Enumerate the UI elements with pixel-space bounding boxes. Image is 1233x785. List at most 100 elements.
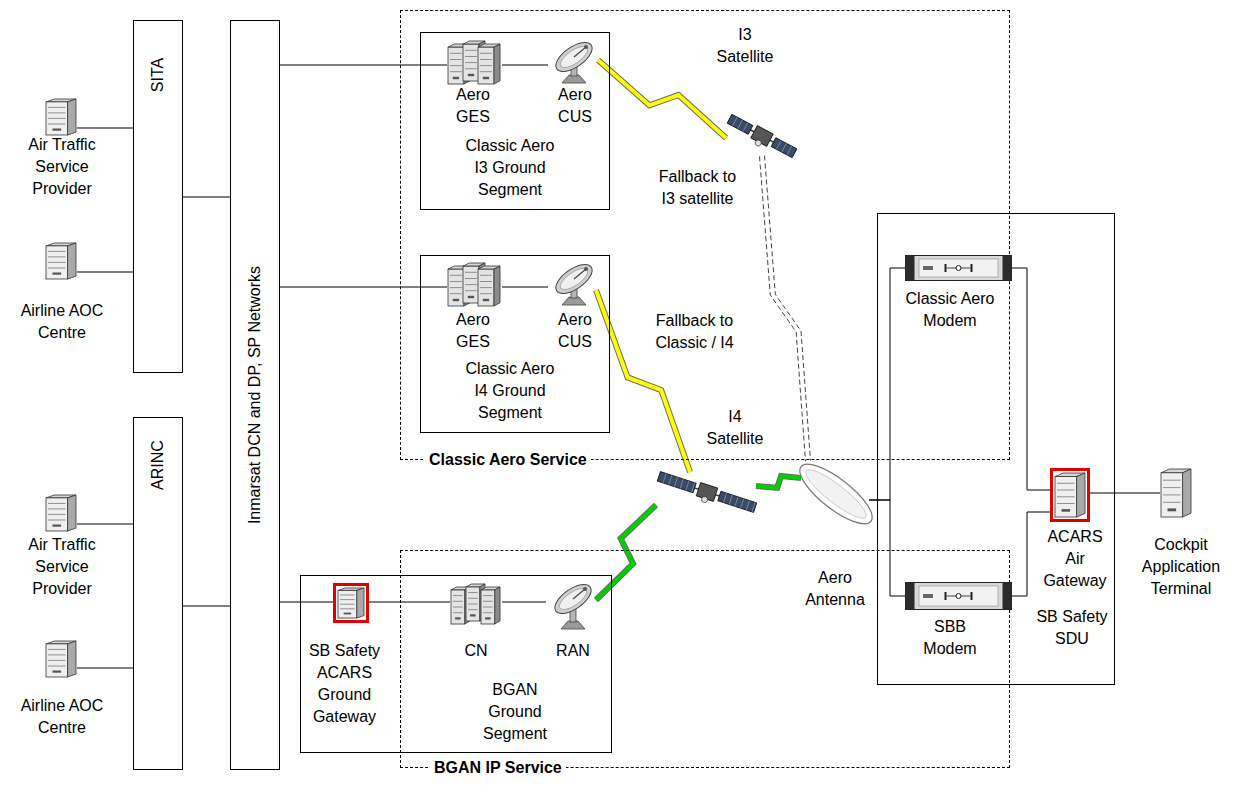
node-label: SB Safety ACARS Ground Gateway (307, 640, 382, 728)
link-stroke (280, 65, 447, 66)
satellite-link (760, 156, 811, 462)
equipment-icon (45, 98, 77, 136)
node-label: Airline AOC Centre (12, 300, 112, 344)
node-label: Classic Aero Modem (895, 288, 1005, 332)
link-stroke (869, 500, 905, 596)
link-line (77, 668, 133, 669)
equipment-node: Cockpit Application Terminal (1133, 466, 1229, 604)
link-stroke (77, 668, 133, 669)
link-stroke (183, 606, 230, 607)
equipment-node: Airline AOC Centre (12, 638, 112, 746)
equipment-icon (1160, 468, 1192, 518)
link-stroke (756, 476, 801, 488)
equipment-icon (722, 112, 802, 160)
link-line (280, 65, 447, 66)
link-line (369, 602, 450, 603)
link-stroke (1012, 268, 1050, 490)
equipment-node: SBB Modem (900, 580, 1020, 664)
equipment-icon (546, 580, 600, 630)
link-stroke (756, 476, 801, 488)
node-label: Aero CUS (545, 309, 605, 353)
equipment-node: I3 Satellite (695, 20, 805, 162)
link-line (77, 272, 133, 273)
equipment-icon (905, 255, 1012, 281)
link-stroke (183, 197, 230, 198)
equipment-node: Aero CUS (544, 258, 606, 357)
node-label: SB Safety SDU (1032, 606, 1112, 650)
link-stroke (869, 268, 905, 500)
segment-box: Classic Aero I3 Ground Segment Aero GES Ae… (420, 32, 610, 210)
link-line (280, 602, 333, 603)
equipment-node: RAN (540, 578, 606, 666)
equipment-icon (795, 455, 877, 533)
node-label: Classic Aero Service (425, 449, 591, 471)
link-stroke (1090, 493, 1160, 494)
equipment-node: I4 Satellite (650, 404, 795, 520)
node-label: BGAN IP Service (430, 757, 566, 779)
link-line (77, 524, 133, 525)
link-line (502, 287, 548, 288)
link-line (183, 606, 230, 607)
equipment-icon (450, 583, 502, 625)
satellite-link (756, 476, 801, 488)
equipment-icon (548, 38, 600, 84)
label-holder: Fallback to I3 satellite (655, 166, 740, 210)
link-stroke (369, 602, 450, 603)
equipment-node: Aero GES (440, 38, 506, 134)
link-line (280, 287, 447, 288)
equipment-icon (45, 494, 77, 532)
equipment-node: Classic Aero Modem (888, 252, 1018, 336)
link-note: Fallback to I3 satellite (655, 166, 740, 210)
equipment-icon (45, 640, 77, 678)
link-stroke (77, 272, 133, 273)
equipment-icon (447, 40, 502, 85)
node-label: RAN (540, 640, 606, 662)
network-band: Inmarsat DCN and DP, SP Networks (230, 20, 280, 770)
segment-box: Classic Aero I4 Ground SegmentAero GES Ae… (420, 255, 610, 433)
link-stroke (596, 505, 656, 600)
equipment-node: Air Traffic Service Provider (12, 96, 112, 204)
node-label: Air Traffic Service Provider (12, 134, 112, 200)
equipment-node: Aero CUS (544, 36, 606, 134)
node-label: SBB Modem (915, 616, 985, 660)
node-label: ACARS Air Gateway (1040, 526, 1110, 592)
equipment-node: SB Safety ACARS Ground Gateway (305, 580, 385, 732)
network-band: ARINC (133, 417, 183, 770)
node-label: Cockpit Application Terminal (1133, 534, 1229, 600)
link-line (869, 500, 905, 596)
satellite-link (598, 60, 726, 138)
equipment-node: Air Traffic Service Provider (12, 492, 112, 604)
link-stroke (77, 524, 133, 525)
node-label: Classic Aero I4 Ground Segment (460, 358, 560, 424)
link-stroke (598, 60, 726, 138)
node-label: I3 Satellite (712, 24, 778, 68)
node-label: Inmarsat DCN and DP, SP Networks (245, 266, 265, 524)
link-stroke (502, 287, 548, 288)
link-line (77, 128, 133, 129)
link-line (869, 268, 905, 500)
link-note: Fallback to Classic / I4 (652, 310, 737, 354)
segment-box: BGAN Ground SegmentSB Safety ACARS Groun… (300, 575, 612, 753)
link-stroke (596, 505, 656, 600)
satellite-link (596, 505, 656, 600)
link-line (1012, 268, 1050, 490)
equipment-icon (447, 262, 502, 307)
node-label: Classic Aero I3 Ground Segment (460, 135, 560, 201)
link-stroke (760, 156, 806, 461)
link-stroke (765, 156, 811, 461)
node-label: I4 Satellite (702, 406, 768, 450)
node-label: CN (448, 640, 504, 662)
equipment-icon (45, 242, 77, 280)
node-label: Aero GES (443, 84, 503, 128)
link-stroke (502, 65, 548, 66)
network-band: SITA (133, 20, 183, 373)
equipment-node: Aero GES (440, 260, 506, 357)
equipment-icon (905, 582, 1012, 610)
node-label: SITA (148, 58, 168, 92)
service-region: Classic Aero ServiceClassic Aero I3 Grou… (400, 10, 1010, 460)
node-label: Aero Antenna (800, 567, 870, 611)
node-label: ARINC (148, 440, 168, 490)
equipment-node: ACARS Air Gateway (1040, 465, 1112, 596)
